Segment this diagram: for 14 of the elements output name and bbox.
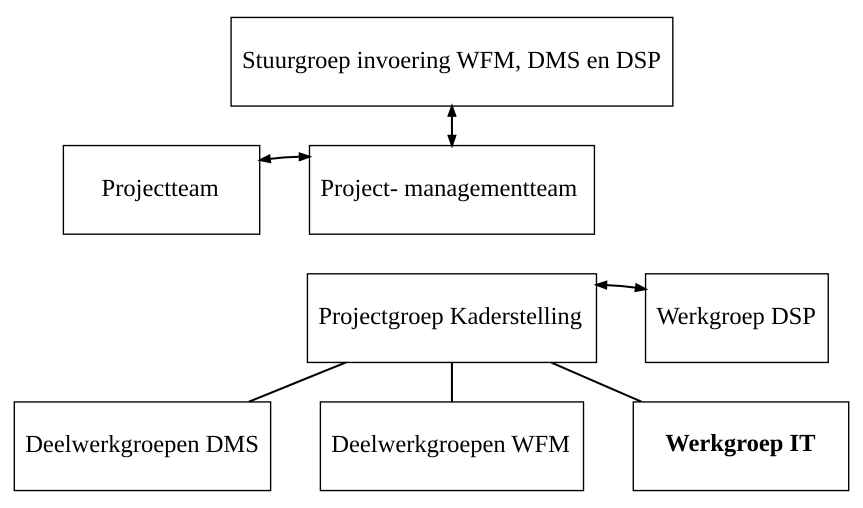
arrow xyxy=(447,103,457,148)
connector xyxy=(248,361,346,403)
node-box: Projectteam xyxy=(62,144,260,235)
connector xyxy=(450,362,453,402)
arrow xyxy=(594,280,648,292)
connector xyxy=(550,362,642,403)
node-box: Werkgroep DSP xyxy=(644,273,829,364)
node-box: Stuurgroep invoering WFM, DMS en DSP xyxy=(230,16,674,107)
node-box: Project- managementteam xyxy=(308,144,596,235)
node-box: Werkgroep IT xyxy=(632,401,850,492)
arrow xyxy=(257,152,312,164)
node-box: Projectgroep Kaderstelling xyxy=(306,273,598,364)
node-box: Deelwerkgroepen DMS xyxy=(14,401,272,492)
node-box: Deelwerkgroepen WFM xyxy=(320,401,584,492)
